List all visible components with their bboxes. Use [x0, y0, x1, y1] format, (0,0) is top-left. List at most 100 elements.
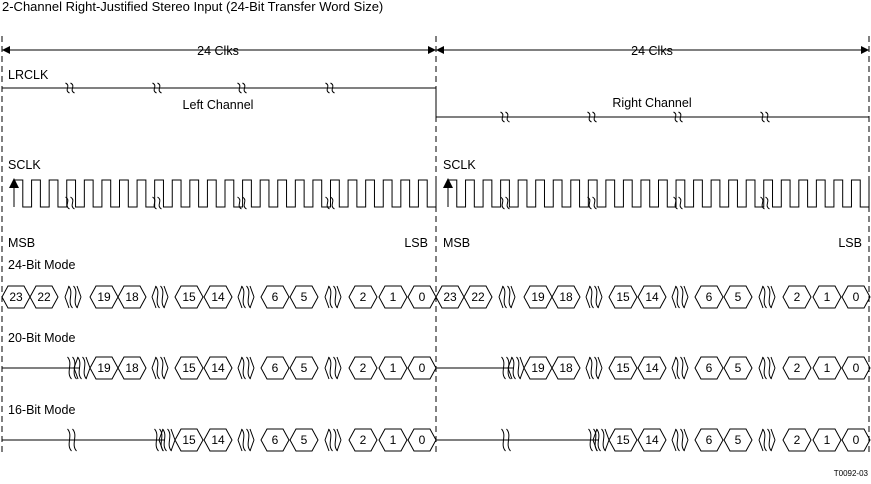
mode-0-gap-left-1-stroke-1 [160, 285, 165, 309]
msb-label-left: MSB [8, 236, 35, 250]
mode-0-gap-right-1-r [597, 285, 603, 309]
mode-0-gap-right-1-stroke-1 [594, 285, 599, 309]
mode-0-gap-right-0-stroke-1 [507, 285, 512, 309]
mode-2-bit-cell-left-2 [260, 428, 290, 452]
mode-0-gap-right-3-stroke-1 [767, 285, 772, 309]
left-frame-dimension-arrow-start [2, 46, 10, 54]
mode-1-gap-left-3-r [336, 356, 342, 380]
mode-1-bit-label-right-7: 1 [824, 361, 831, 375]
lrclk-break-right-2-stroke-0 [673, 111, 678, 123]
mode-1-gap-right-1-stroke-0 [589, 356, 594, 380]
mode-2-idle-break-a-right-stroke-0 [501, 428, 506, 452]
mode-2-gap-right-2-l [671, 428, 677, 452]
mode-1-bit-label-right-2: 15 [616, 361, 630, 375]
mode-1-bit-label-left-4: 6 [272, 361, 279, 375]
mode-1-gap-left-1-l [151, 356, 157, 380]
mode-0-gap-left-3-r [336, 285, 342, 309]
mode-1-gap-right-1-l [585, 356, 591, 380]
mode-1-bit-cell-right-7 [812, 356, 842, 380]
sclk-waveform-left-edge-arrow [9, 178, 19, 188]
mode-1-bit-cell-left-1 [117, 356, 147, 380]
mode-2-lead-gap-left-stroke-1 [167, 428, 172, 452]
mode-0-bit-label-right-7: 5 [735, 290, 742, 304]
mode-1-idle-break-a-left-stroke-0 [67, 356, 72, 380]
mode-0-bit-label-left-1: 22 [37, 290, 51, 304]
mode-2-bit-label-right-6: 0 [853, 433, 860, 447]
mode-1-bit-cell-left-4 [260, 356, 290, 380]
mode-0-bit-cell-right-9 [812, 285, 842, 309]
sclk-break-left-2-stroke-0 [237, 196, 242, 210]
mode-1-bit-label-left-8: 0 [419, 361, 426, 375]
mode-2-bit-label-right-1: 14 [645, 433, 659, 447]
mode-1-bit-cell-right-8 [841, 356, 871, 380]
mode-2-lead-gap-right-stroke-1 [601, 428, 606, 452]
mode-0-bit-label-left-3: 18 [125, 290, 139, 304]
mode-2-bit-label-left-5: 1 [390, 433, 397, 447]
right-channel-label: Right Channel [612, 96, 691, 110]
mode-2-gap-left-3-l [324, 428, 330, 452]
mode-0-gap-left-0-stroke-0 [68, 285, 73, 309]
mode-0-bit-cell-right-6 [694, 285, 724, 309]
mode-0-bit-cell-left-1 [29, 285, 59, 309]
sclk-break-right-2-stroke-1 [678, 196, 683, 210]
sclk-break-left-1-stroke-0 [152, 196, 157, 210]
sclk-waveform-right [447, 179, 870, 208]
mode-2-idle-break-a-left-stroke-0 [67, 428, 72, 452]
mode-0-gap-left-3-stroke-1 [333, 285, 338, 309]
mode-0-bit-cell-left-8 [348, 285, 378, 309]
sclk-break-left-2-stroke-1 [242, 196, 247, 210]
lrclk-waveform [2, 87, 869, 118]
mode-1-gap-right-3-stroke-1 [767, 356, 772, 380]
mode-1-bit-label-left-1: 18 [125, 361, 139, 375]
mode-0-bit-cell-left-7 [289, 285, 319, 309]
mode-2-gap-right-3-l [758, 428, 764, 452]
lrclk-break-left-3-stroke-1 [330, 82, 335, 94]
mode-1-gap-right-2-stroke-1 [680, 356, 685, 380]
mode-0-bit-cell-left-5 [203, 285, 233, 309]
mode-1-bit-label-left-3: 14 [211, 361, 225, 375]
mode-2-idle-break-b-right-stroke-0 [588, 428, 593, 452]
lrclk-break-right-3-stroke-0 [760, 111, 765, 123]
mode-1-gap-right-3-r [770, 356, 776, 380]
mode-0-bit-cell-right-8 [782, 285, 812, 309]
mode-0-gap-right-0-r [510, 285, 516, 309]
lrclk-break-left-2-stroke-0 [237, 82, 242, 94]
sclk-label-left: SCLK [8, 158, 41, 172]
lrclk-break-right-1-stroke-0 [587, 111, 592, 123]
mode-0-bit-cell-left-9 [378, 285, 408, 309]
mode-2-lead-gap-left-l [158, 428, 164, 452]
mode-2-gap-left-2-stroke-0 [241, 428, 246, 452]
mode-0-gap-right-0-l [498, 285, 504, 309]
mode-1-bit-label-right-0: 19 [531, 361, 545, 375]
mode-1-bit-cell-left-6 [348, 356, 378, 380]
mode-2-gap-left-2-l [237, 428, 243, 452]
mode-1-gap-right-3-l [758, 356, 764, 380]
mode-0-bit-label-right-10: 0 [853, 290, 860, 304]
mode-0-bit-cell-left-3 [117, 285, 147, 309]
right-frame-dimension-arrow-end [861, 46, 869, 54]
mode-0-gap-left-3-l [324, 285, 330, 309]
mode-1-gap-right-1-stroke-1 [594, 356, 599, 380]
mode-0-bit-label-left-6: 6 [272, 290, 279, 304]
mode-2-gap-left-2-r [249, 428, 255, 452]
mode-1-bit-cell-left-5 [289, 356, 319, 380]
mode-0-bit-label-left-5: 14 [211, 290, 225, 304]
mode-1-bit-cell-left-3 [203, 356, 233, 380]
mode-1-gap-right-2-stroke-0 [675, 356, 680, 380]
mode-1-lead-gap-left-stroke-0 [77, 356, 82, 380]
mode-0-gap-right-3-r [770, 285, 776, 309]
mode-0-gap-right-1-stroke-0 [589, 285, 594, 309]
sclk-waveform-right-edge-arrow [443, 178, 453, 188]
mode-0-gap-left-2-r [249, 285, 255, 309]
right-frame-dimension-arrow-start [436, 46, 444, 54]
lrclk-break-left-2-stroke-1 [242, 82, 247, 94]
mode-1-lead-gap-left-r [85, 356, 91, 380]
mode-2-gap-left-2-stroke-1 [246, 428, 251, 452]
mode-2-bit-cell-right-4 [782, 428, 812, 452]
mode-2-bit-cell-right-3 [723, 428, 753, 452]
mode-2-bit-label-right-5: 1 [824, 433, 831, 447]
mode-2-gap-left-3-stroke-1 [333, 428, 338, 452]
sclk-waveform-left [13, 179, 437, 208]
mode-1-gap-left-3-stroke-0 [328, 356, 333, 380]
mode-1-bit-label-right-1: 18 [559, 361, 573, 375]
